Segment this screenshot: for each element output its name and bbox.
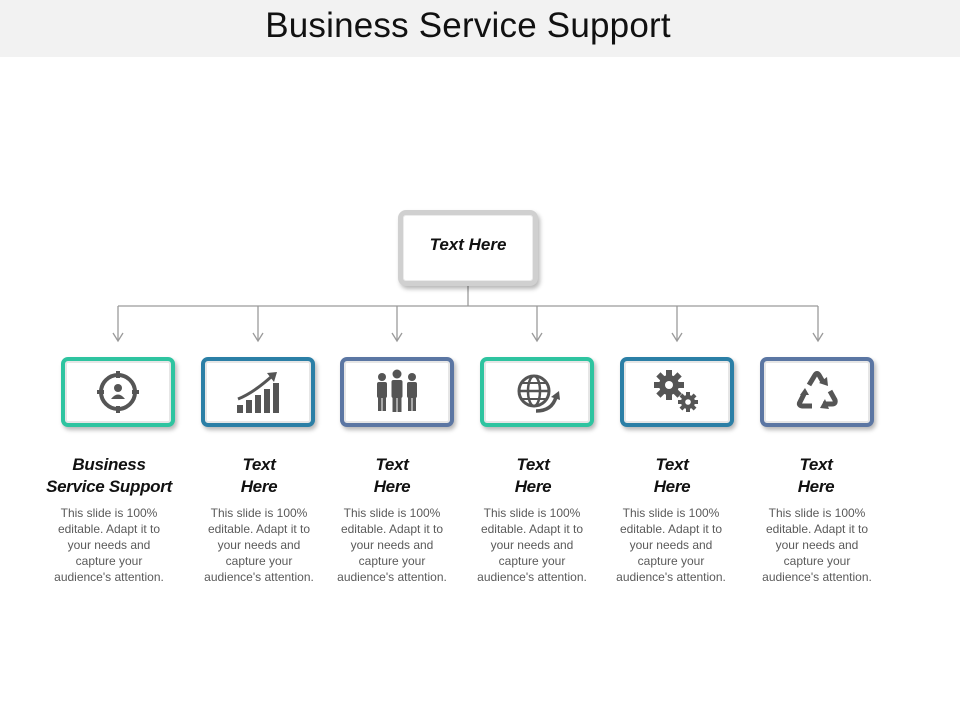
node-box-5 [620, 357, 734, 427]
slide-title: Business Service Support [265, 6, 671, 45]
team-icon [377, 369, 417, 412]
gears-icon [654, 370, 698, 412]
globe-arrow-icon [517, 374, 560, 413]
growth-chart-icon [237, 372, 279, 413]
node-box-2 [201, 357, 315, 427]
node-box-4 [480, 357, 594, 427]
arrowhead-1 [112, 332, 124, 343]
node-box-6 [760, 357, 874, 427]
root-node-box: Text Here [398, 210, 538, 286]
node-box-1 [61, 357, 175, 427]
arrowhead-4 [531, 332, 543, 343]
arrowhead-6 [812, 332, 824, 343]
arrowhead-5 [671, 332, 683, 343]
title-bar: Business Service Support [0, 0, 960, 57]
target-person-icon [97, 371, 139, 413]
recycle-icon [796, 371, 838, 409]
node-box-3 [340, 357, 454, 427]
arrowhead-2 [252, 332, 264, 343]
root-node-label: Text Here [429, 235, 507, 254]
arrowhead-3 [391, 332, 403, 343]
